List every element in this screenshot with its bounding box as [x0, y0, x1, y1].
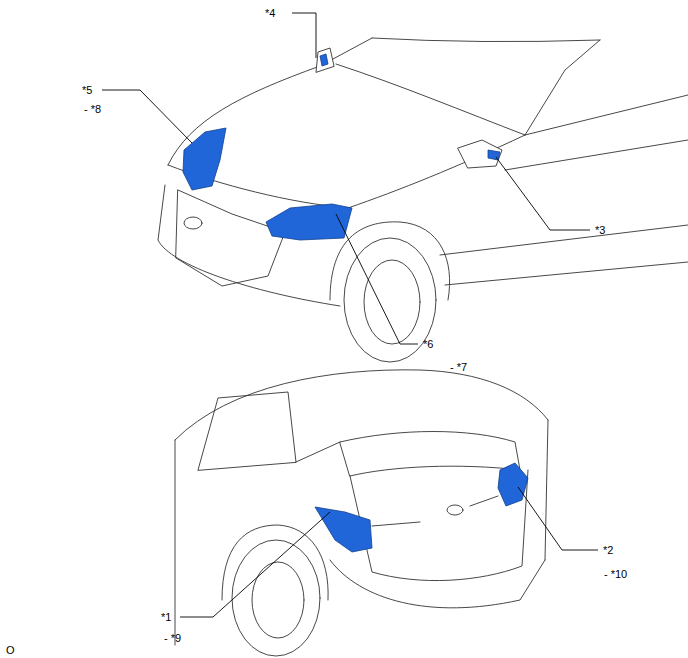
door-mirror	[458, 140, 502, 168]
headlamp	[183, 128, 226, 190]
wheel-arch	[330, 222, 450, 300]
headlamp	[266, 204, 352, 240]
leader-line	[180, 512, 330, 617]
side-window	[198, 392, 296, 470]
sub-callout: - *9	[164, 632, 181, 644]
roof	[175, 370, 548, 440]
callout-number: *6	[423, 338, 433, 350]
garnish	[372, 522, 420, 526]
callout-number: *2	[603, 544, 613, 556]
front-bumper	[158, 185, 340, 306]
rear-bumper	[330, 560, 545, 608]
side-turn-lamp	[488, 150, 500, 160]
windshield-top	[372, 38, 600, 42]
emblem	[447, 505, 463, 515]
callout-number: *4	[265, 7, 275, 19]
leader-line	[102, 90, 192, 143]
door-mirror	[316, 48, 334, 72]
sub-callout: - *10	[604, 568, 627, 580]
emblem	[184, 217, 202, 229]
garnish	[470, 496, 498, 506]
front-wheel-rim	[364, 260, 420, 344]
leader-line	[336, 214, 418, 344]
spindle-grille	[176, 190, 285, 286]
windshield-base	[336, 64, 525, 135]
a-pillar	[525, 40, 600, 135]
leader-line	[496, 157, 590, 230]
leader-line	[292, 13, 316, 58]
rear-window	[340, 432, 520, 477]
rear-combination-lamp	[315, 507, 372, 552]
rocker	[445, 262, 688, 285]
leader-line	[518, 487, 598, 550]
body-side	[505, 140, 688, 170]
rear-wheel-rim	[252, 562, 304, 638]
callout-number: *5	[82, 84, 92, 96]
body-side	[525, 95, 688, 135]
callout-number: *3	[595, 224, 605, 236]
rear-corner	[545, 420, 548, 560]
rear-combination-lamp	[498, 463, 528, 506]
figure-code: O	[6, 644, 15, 656]
fender-line	[348, 135, 525, 208]
body-side	[440, 225, 688, 255]
sub-callout: - *7	[450, 361, 467, 373]
front-wheel	[344, 238, 436, 362]
callout-number: *1	[161, 611, 171, 623]
rear-wheel	[232, 540, 320, 656]
sub-callout: - *8	[84, 103, 101, 115]
side-turn-lamp	[320, 54, 328, 66]
c-pillar	[296, 442, 340, 462]
body-side	[175, 440, 176, 645]
